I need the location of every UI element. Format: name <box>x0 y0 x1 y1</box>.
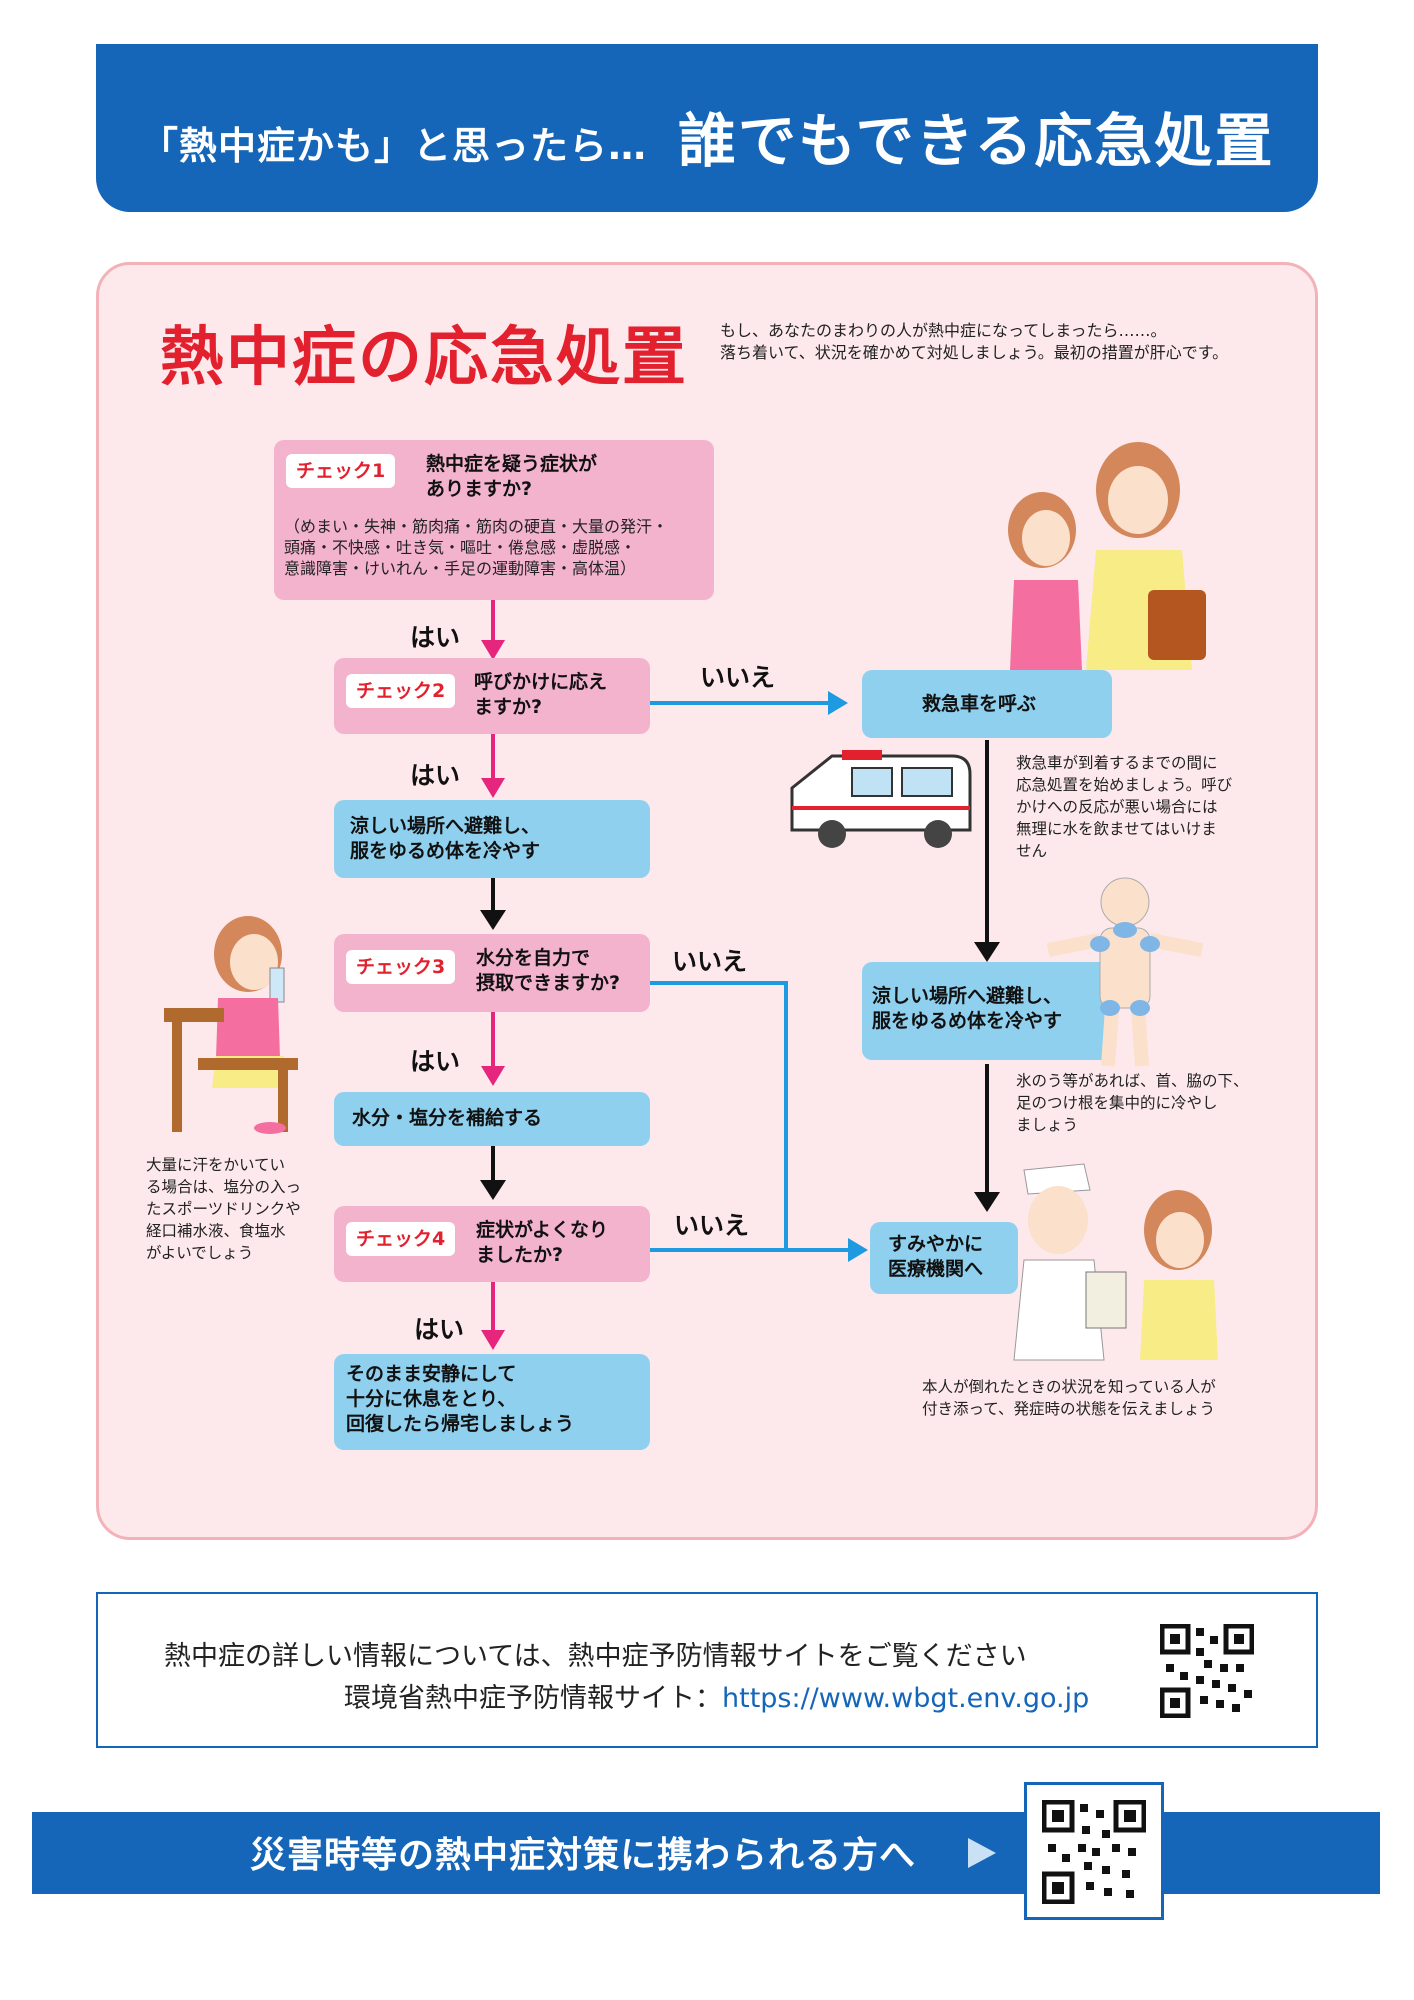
qr-code-icon[interactable] <box>1042 1800 1146 1904</box>
check4-tag: チェック4 <box>346 1222 456 1256</box>
yes-label-4: はい <box>414 1315 465 1344</box>
helper-and-patient-illustration <box>1008 442 1206 670</box>
no-label-2: いいえ <box>672 947 748 976</box>
info-line1: 熱中症の詳しい情報については、熱中症予防情報サイトをご覧ください <box>164 1641 1027 1672</box>
header-prefix: 「熱中症かも」と思ったら… <box>140 124 648 168</box>
bottom-banner-text: 災害時等の熱中症対策に携わられる方へ <box>250 1835 917 1876</box>
yes-label-2: はい <box>410 761 461 790</box>
yes-arrows <box>481 600 505 1350</box>
cool-down-right-text: 涼しい場所へ避難し、 服をゆるめ体を冷やす <box>872 985 1063 1032</box>
yes-label-1: はい <box>410 623 461 652</box>
hospital-text: すみやかに 医療機関へ <box>888 1233 984 1280</box>
info-line2: 環境省熱中症予防情報サイト：https://www.wbgt.env.go.jp <box>344 1676 1089 1715</box>
check3-tag: チェック3 <box>346 950 456 984</box>
no-label-3: いいえ <box>674 1211 750 1240</box>
hospital-box <box>870 1222 1018 1294</box>
panel-title: 熱中症の応急処置 <box>160 321 688 395</box>
header-title: 誰でもできる応急処置 <box>678 107 1275 175</box>
cool-down-text: 涼しい場所へ避難し、 服をゆるめ体を冷やす <box>350 815 541 862</box>
ambulance-icon <box>790 750 972 848</box>
check1-tag: チェック1 <box>286 454 396 488</box>
drinking-girl-illustration <box>164 916 298 1134</box>
info-box <box>96 1592 1318 1748</box>
sweat-note: 大量に汗をかいてい る場合は、塩分の入っ たスポーツドリンクや 経口補水液、食塩… <box>146 1156 302 1262</box>
hydrate-text: 水分・塩分を補給する <box>352 1107 543 1129</box>
header-text: 「熱中症かも」と思ったら… 誰でもできる応急処置 <box>140 96 1273 180</box>
info-url-link[interactable]: https://www.wbgt.env.go.jp <box>722 1683 1090 1714</box>
cool-down-box <box>334 800 650 878</box>
no-arrows <box>650 691 868 1262</box>
no-label-1: いいえ <box>700 663 776 692</box>
next-step-arrows <box>480 740 1000 1212</box>
ambulance-note: 救急車が到着するまでの間に 応急処置を始めましょう。呼び かけへの反応が悪い場合… <box>1016 754 1233 860</box>
info-site-label: 環境省熱中症予防情報サイト： <box>344 1683 722 1714</box>
play-arrow-icon <box>968 1838 996 1868</box>
ice-note: 氷のう等があれば、首、脇の下、 足のつけ根を集中的に冷やし ましょう <box>1016 1072 1249 1134</box>
yes-label-3: はい <box>410 1047 461 1076</box>
cool-down-right-box <box>862 962 1112 1060</box>
rest-text: そのまま安静にして 十分に休息をとり、 回復したら帰宅しましょう <box>346 1363 575 1435</box>
header-banner <box>96 44 1318 212</box>
check2-tag: チェック2 <box>346 674 456 708</box>
nurse-illustration <box>1013 1163 1218 1361</box>
rest-box <box>334 1354 650 1450</box>
check2-question: 呼びかけに応え ますか? <box>474 671 608 718</box>
call-ambulance-text: 救急車を呼ぶ <box>922 693 1037 715</box>
body-cooling-illustration <box>1046 877 1204 1067</box>
call-ambulance-box <box>862 670 1112 738</box>
check3-question: 水分を自力で 摂取できますか? <box>476 947 621 994</box>
panel-intro: もし、あなたのまわりの人が熱中症になってしまったら……。 落ち着いて、状況を確か… <box>720 321 1229 362</box>
check1-question: 熱中症を疑う症状が ありますか? <box>426 453 598 500</box>
hospital-note: 本人が倒れたときの状況を知っている人が 付き添って、発症時の状態を伝えましょう <box>922 1378 1216 1418</box>
check4-question: 症状がよくなり ましたか? <box>476 1219 609 1266</box>
hydrate-box <box>334 1092 650 1146</box>
check1-symptoms: （めまい・失神・筋肉痛・筋肉の硬直・大量の発汗・ 頭痛・不快感・吐き気・嘔吐・倦… <box>284 517 669 578</box>
qr-code-icon[interactable] <box>1160 1624 1254 1718</box>
